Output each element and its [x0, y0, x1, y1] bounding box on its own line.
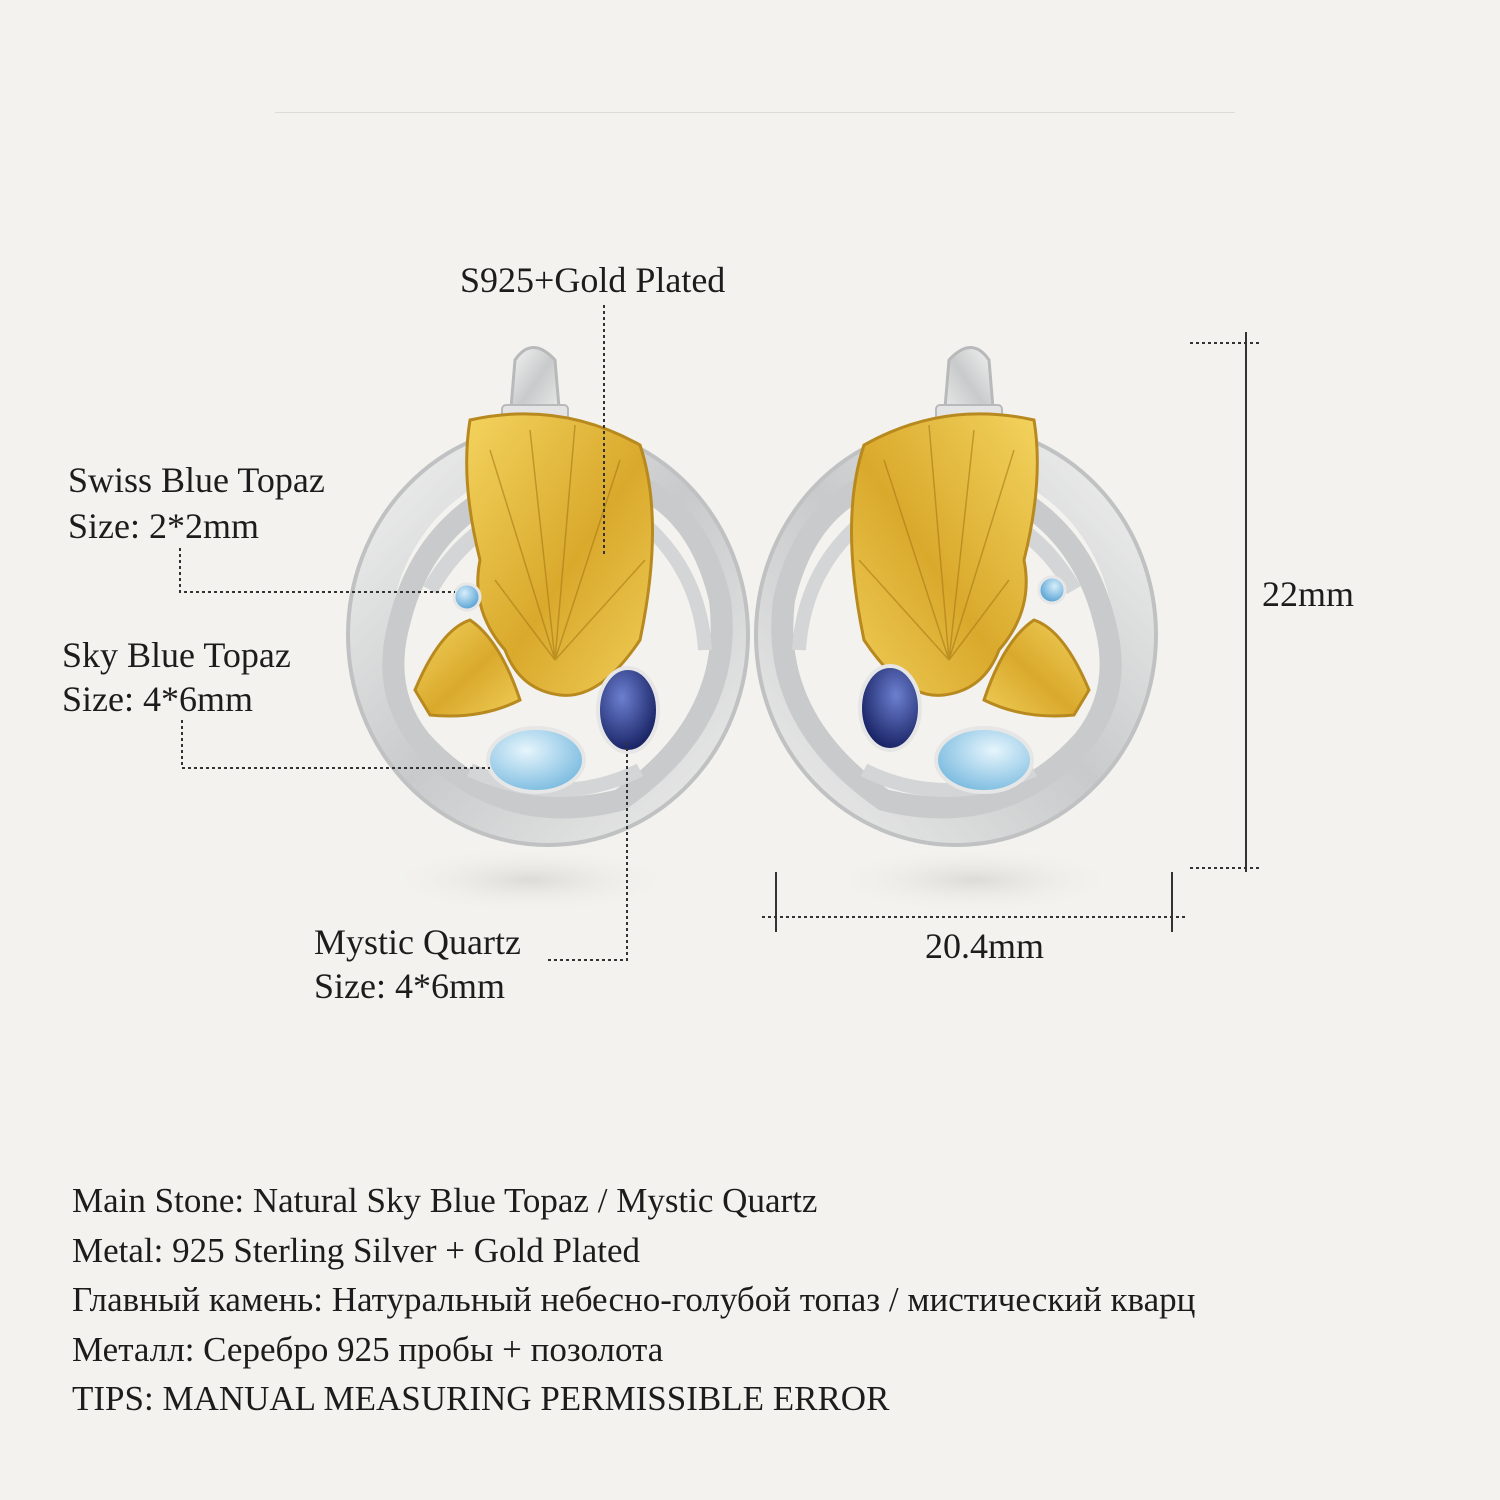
top-divider [275, 112, 1235, 113]
sky-topaz-size: Size: 4*6mm [62, 679, 253, 719]
width-dimension: 20.4mm [925, 926, 1045, 966]
mystic-quartz-name: Mystic Quartz [314, 922, 521, 962]
right-earring [754, 346, 1158, 915]
sky-topaz-name: Sky Blue Topaz [62, 635, 291, 675]
swiss-topaz-size: Size: 2*2mm [68, 506, 259, 546]
swiss-topaz-name: Swiss Blue Topaz [68, 460, 325, 500]
left-earring [346, 346, 750, 915]
metal-callout-label: S925+Gold Plated [460, 260, 726, 300]
sky-blue-topaz-left [486, 726, 586, 794]
spec-main-stone: Main Stone: Natural Sky Blue Topaz / Mys… [72, 1181, 818, 1220]
callout-lines [179, 305, 628, 961]
dimension-lines [762, 332, 1262, 932]
spec-metal-ru: Металл: Серебро 925 пробы + позолота [72, 1329, 664, 1369]
spec-tips: TIPS: MANUAL MEASURING PERMISSIBLE ERROR [72, 1379, 890, 1418]
mystic-quartz-left [596, 666, 660, 754]
spec-list: Main Stone: Natural Sky Blue Topaz / Mys… [72, 1176, 1195, 1424]
spec-metal: Metal: 925 Sterling Silver + Gold Plated [72, 1230, 641, 1270]
mystic-quartz-size: Size: 4*6mm [314, 966, 505, 1006]
swiss-blue-topaz-left [452, 582, 482, 612]
spec-main-stone-ru: Главный камень: Натуральный небесно-голу… [72, 1280, 1196, 1319]
height-dimension: 22mm [1262, 574, 1355, 614]
